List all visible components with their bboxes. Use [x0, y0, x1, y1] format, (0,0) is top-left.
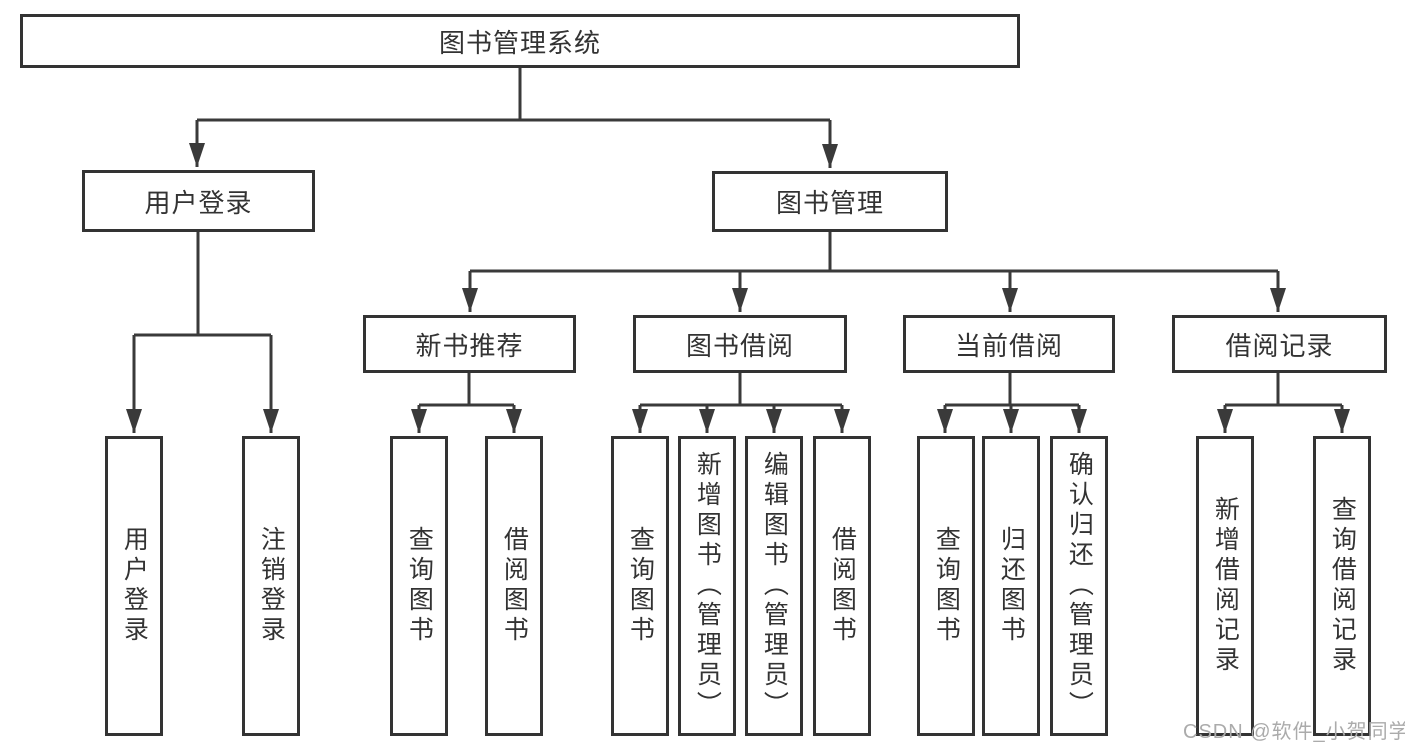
leaf-current-query: 查询图书: [917, 436, 975, 736]
node-book-borrow: 图书借阅: [633, 315, 847, 373]
leaf-newbooks-query: 查询图书: [390, 436, 448, 736]
leaf-newbooks-query-label: 查询图书: [405, 526, 434, 646]
leaf-borrow-borrow-label: 借阅图书: [828, 526, 857, 646]
connector-trunks: [134, 68, 1342, 407]
leaf-records-add-label: 新增借阅记录: [1211, 496, 1240, 676]
leaf-logout: 注销登录: [242, 436, 300, 736]
node-root-library-system: 图书管理系统: [20, 14, 1020, 68]
node-borrow-records-label: 借阅记录: [1225, 330, 1334, 361]
leaf-current-query-label: 查询图书: [932, 526, 961, 646]
node-book-borrow-label: 图书借阅: [685, 330, 794, 361]
leaf-records-add: 新增借阅记录: [1196, 436, 1254, 736]
leaf-current-return: 归还图书: [982, 436, 1040, 736]
node-current-borrow: 当前借阅: [903, 315, 1115, 373]
node-book-management: 图书管理: [712, 171, 948, 232]
node-book-management-label: 图书管理: [775, 188, 884, 218]
leaf-records-query: 查询借阅记录: [1313, 436, 1371, 736]
node-new-book-recommend: 新书推荐: [363, 315, 576, 373]
leaf-borrow-query: 查询图书: [611, 436, 669, 736]
leaf-logout-label: 注销登录: [257, 526, 286, 646]
node-user-login-label: 用户登录: [144, 187, 253, 218]
node-borrow-records: 借阅记录: [1172, 315, 1387, 373]
leaf-current-confirm-admin-label: 确认归还（管理员）: [1065, 451, 1094, 721]
leaf-borrow-edit-admin-label: 编辑图书（管理员）: [760, 451, 789, 721]
leaf-current-confirm-admin: 确认归还（管理员）: [1050, 436, 1108, 736]
node-new-book-recommend-label: 新书推荐: [415, 330, 524, 361]
node-current-borrow-label: 当前借阅: [954, 330, 1063, 361]
leaf-borrow-borrow: 借阅图书: [813, 436, 871, 736]
leaf-user-login-label: 用户登录: [120, 526, 149, 646]
leaf-borrow-add-admin: 新增图书（管理员）: [678, 436, 736, 736]
node-root-label: 图书管理系统: [438, 27, 601, 58]
leaf-borrow-query-label: 查询图书: [626, 526, 655, 646]
leaf-borrow-add-admin-label: 新增图书（管理员）: [693, 451, 722, 721]
leaf-newbooks-borrow-label: 借阅图书: [500, 526, 529, 646]
leaf-user-login: 用户登录: [105, 436, 163, 736]
leaf-borrow-edit-admin: 编辑图书（管理员）: [745, 436, 803, 736]
node-user-login: 用户登录: [82, 170, 315, 232]
leaf-records-query-label: 查询借阅记录: [1328, 496, 1357, 676]
leaf-newbooks-borrow: 借阅图书: [485, 436, 543, 736]
csdn-watermark: CSDN @软件_小贺同学: [1183, 721, 1405, 743]
leaf-current-return-label: 归还图书: [997, 526, 1026, 646]
